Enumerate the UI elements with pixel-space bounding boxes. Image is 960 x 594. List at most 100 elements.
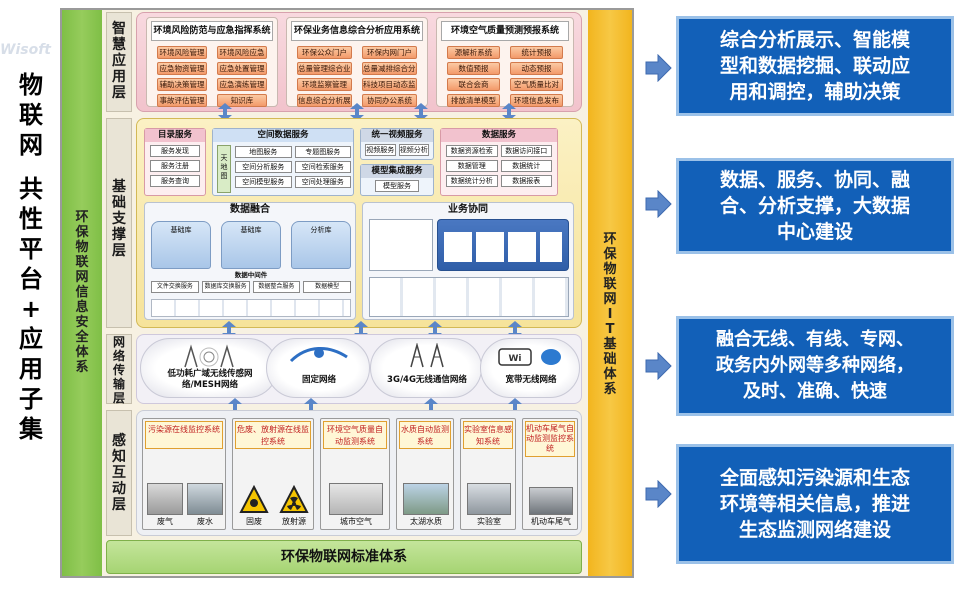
security-column: 环保物联网信息安全体系: [62, 10, 102, 576]
cell-tower-icon: [410, 343, 444, 368]
wifi-icon: Wi: [498, 348, 561, 366]
video-service-title: 统一视频服务: [361, 129, 433, 142]
app-item: 应急物资管理: [157, 62, 207, 75]
data-item: 数据访问接口: [500, 145, 552, 157]
collab-workflow-diagram: [437, 219, 569, 271]
app-item: 信息综合分析展现: [297, 94, 352, 107]
video-item: 视频分析: [398, 144, 429, 156]
database-label: 基础库: [170, 226, 192, 234]
data-fusion-block: 数据融合 基础库 基础库 分析库 数据中间件 文件交换服务 数据库交换服务 数据…: [144, 202, 356, 320]
tianditu-label: 天地图: [217, 145, 231, 193]
sensing-caption: 实验室: [477, 517, 501, 526]
catalog-service-title: 目录服务: [145, 129, 205, 142]
city-air-photo: [329, 483, 383, 515]
app-item: 总量减排综合分析: [362, 62, 417, 75]
app-item: 统计预报: [510, 46, 563, 59]
svg-text:Wi: Wi: [508, 354, 521, 364]
fusion-item: 数据模型: [303, 281, 351, 293]
double-arrow-icon: [350, 103, 364, 121]
watermark: Wisoft: [0, 42, 51, 58]
network-label: 低功耗广域无线传感网络/MESH网络: [167, 369, 253, 390]
sensing-caption: 废水: [197, 517, 213, 526]
network-cloud: 低功耗广域无线传感网络/MESH网络: [140, 338, 278, 398]
fixed-network-icon: [289, 346, 348, 363]
standards-bar: 环保物联网标准体系: [106, 540, 582, 574]
sensing-title: 实验室信息感知系统: [463, 421, 513, 449]
spatial-data-service: 空间数据服务 天地图 地图服务 专题图服务 空间分析服务 空间检索服务 空间模型…: [212, 128, 354, 196]
app-item: 环保内网门户: [362, 46, 417, 59]
app-system-title: 环境风险防范与应急指挥系统: [151, 21, 273, 41]
exhaust-photo: [147, 483, 183, 515]
network-cloud: 3G/4G无线通信网络: [370, 338, 482, 398]
data-item: 数据管理: [446, 160, 498, 172]
network-cloud: Wi 宽带无线网络: [480, 338, 580, 398]
sensing-system-hazard: 危废、放射源在线监控系统 固废 放射源: [232, 418, 314, 530]
lake-water-photo: [403, 483, 449, 515]
sensing-system-air: 环境空气质量自动监测系统 城市空气: [320, 418, 390, 530]
app-item: 应急演练管理: [217, 78, 267, 91]
sensing-title: 危废、放射源在线监控系统: [235, 421, 311, 449]
business-collab-block: 业务协同: [362, 202, 574, 320]
callout-network: 融合无线、有线、专网、政务内外网等多种网络，及时、准确、快速: [676, 316, 954, 416]
app-item: 动态预报: [510, 62, 563, 75]
sensing-title: 水质自动监测系统: [399, 421, 451, 449]
model-service-title: 模型集成服务: [361, 165, 433, 178]
sensing-caption: 废气: [157, 517, 173, 526]
arrow-right-icon: [645, 54, 672, 82]
spatial-item: 专题图服务: [294, 146, 351, 158]
fusion-detail-diagram: [151, 299, 351, 317]
app-item: 源解析系统: [447, 46, 500, 59]
app-item: 应急处置管理: [217, 62, 267, 75]
app-item: 排放清单模型: [447, 94, 500, 107]
app-item: 科技项目动态监管: [362, 78, 417, 91]
sensing-caption: 固废: [246, 517, 262, 526]
spatial-item: 地图服务: [235, 146, 292, 158]
business-collab-title: 业务协同: [448, 204, 488, 215]
app-item: 联合会商: [447, 78, 500, 91]
hazard-warning-icon: [239, 485, 269, 513]
layer-label-sensing: 感知互动层: [106, 410, 132, 536]
data-item: 数据资源检索: [446, 145, 498, 157]
double-arrow-icon: [218, 103, 232, 121]
layer-label-app: 智慧应用层: [106, 12, 132, 112]
layer-label-support: 基础支撑层: [106, 118, 132, 328]
app-item: 协同办公系统: [362, 94, 417, 107]
collab-portal-diagram: [369, 219, 433, 271]
arrow-right-icon: [645, 190, 672, 218]
app-item: 总量管理综合业务: [297, 62, 352, 75]
data-item: 数据统计: [500, 160, 552, 172]
sensing-system-water: 水质自动监测系统 太湖水质: [396, 418, 454, 530]
layer-label-network: 网络传输层: [106, 334, 132, 405]
app-item: 辅助决策管理: [157, 78, 207, 91]
sensing-caption: 放射源: [282, 517, 306, 526]
fusion-item: 数据库交换服务: [201, 281, 250, 293]
spatial-item: 空间检索服务: [294, 161, 351, 173]
spatial-service-title: 空间数据服务: [213, 129, 353, 142]
sensing-title: 污染源在线监控系统: [145, 421, 223, 449]
network-cloud: 固定网络: [266, 338, 370, 398]
app-system-business: 环保业务信息综合分析应用系统 环保公众门户 环保内网门户 总量管理综合业务 总量…: [286, 17, 428, 107]
double-arrow-icon: [502, 103, 516, 121]
sensing-title: 环境空气质量自动监测系统: [323, 421, 387, 449]
lab-photo: [467, 483, 511, 515]
database-label: 分析库: [310, 226, 332, 234]
callout-support: 数据、服务、协同、融合、分析支撑，大数据中心建设: [676, 158, 954, 254]
network-label: 宽带无线网络: [505, 375, 557, 385]
platform-title: 物联网 共性平台+应用子集: [19, 71, 43, 443]
database-cylinder: 分析库: [291, 221, 351, 269]
middleware-label: 数据中间件: [234, 271, 268, 279]
app-item: 环境风险应急: [217, 46, 267, 59]
app-item: 环境监察管理: [297, 78, 352, 91]
network-label: 固定网络: [301, 375, 336, 385]
app-item: 事故评估管理: [157, 94, 207, 107]
model-service: 模型集成服务 模型服务: [360, 164, 434, 196]
wastewater-photo: [187, 483, 223, 515]
spatial-item: 空间模型服务: [235, 176, 292, 188]
model-item: 模型服务: [375, 180, 419, 192]
arrow-right-icon: [645, 352, 672, 380]
catalog-item: 服务注册: [150, 160, 200, 172]
radiation-warning-icon: [279, 485, 309, 513]
video-item: 视频服务: [365, 144, 396, 156]
sensing-system-pollution: 污染源在线监控系统 废气 废水: [142, 418, 226, 530]
